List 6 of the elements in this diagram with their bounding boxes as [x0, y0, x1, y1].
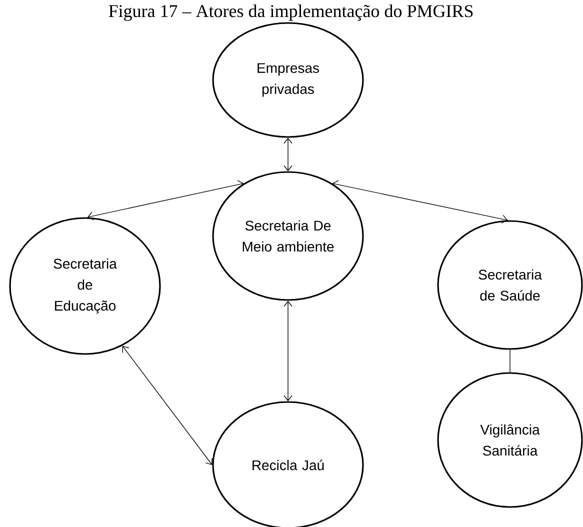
double-arrow	[122, 346, 212, 465]
double-arrow	[87, 180, 244, 220]
double-arrow	[284, 300, 292, 402]
double-arrow	[284, 138, 292, 172]
figure-title: Figura 17 – Atores da implementação do PMGIRS	[108, 4, 473, 21]
double-arrow	[332, 180, 508, 224]
